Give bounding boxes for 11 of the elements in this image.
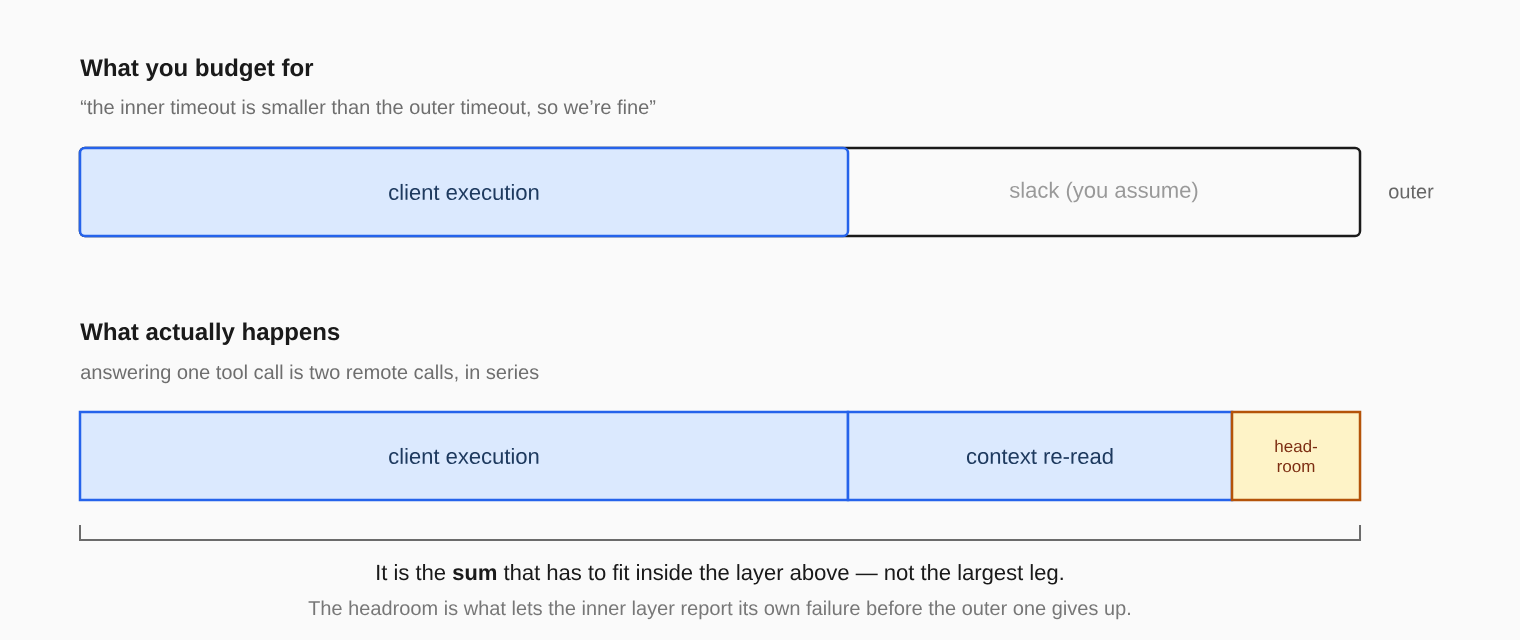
section-heading: What actually happens — [80, 322, 340, 345]
subtitle: “the inner timeout is smaller than the outer timeout, so we’re fine” — [80, 99, 656, 117]
bar-segment: head- room — [1230, 410, 1362, 502]
bar-segment: client execution — [78, 410, 850, 502]
bar-label: outer — [1389, 185, 1434, 199]
section-heading: What you budget for — [80, 58, 314, 82]
bar-segment: context re-read — [846, 410, 1234, 502]
summary-text: It is the sum that has to fit inside the layer above — not the largest leg. — [377, 564, 1063, 585]
bar-segment: client execution — [78, 146, 850, 238]
footnote: The headroom is what lets the inner layer report its own failure before the outer one gives up. — [308, 600, 1130, 620]
subtitle: answering one tool call is two remote calls, in series — [81, 364, 539, 384]
